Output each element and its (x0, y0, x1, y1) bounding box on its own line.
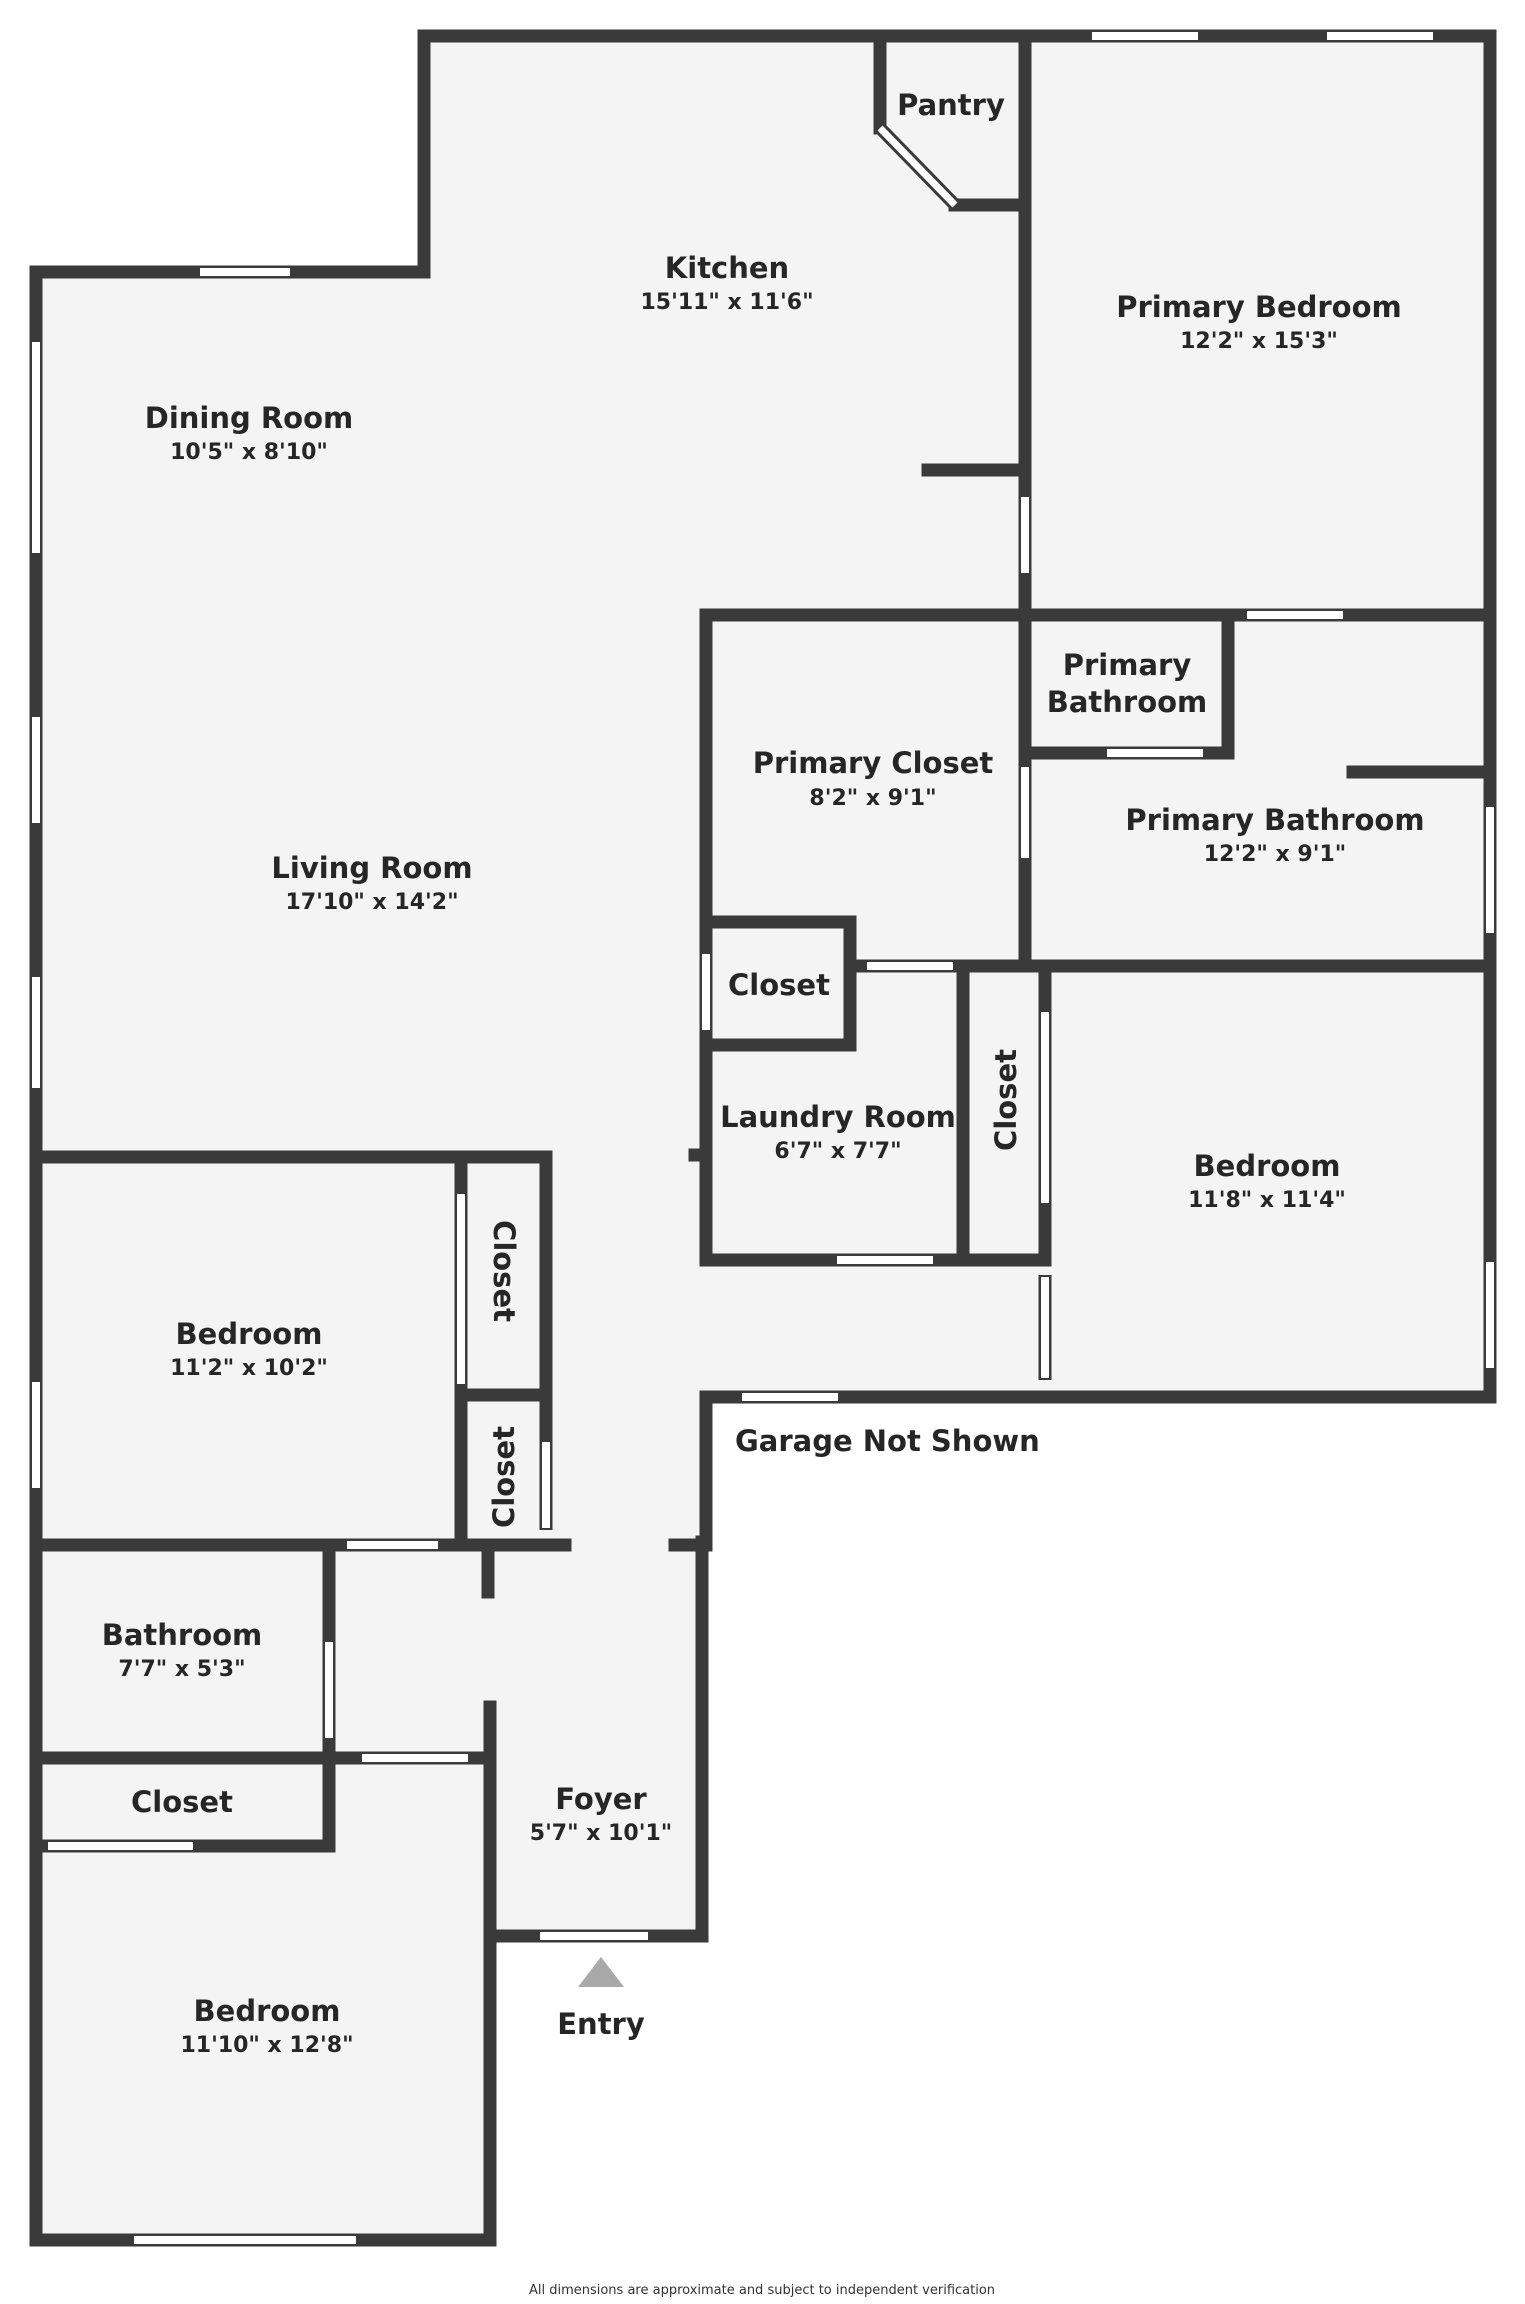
pantry-door (875, 123, 960, 210)
bathroom-name: Bathroom (102, 1618, 263, 1652)
room-labels: Pantry Kitchen 15'11" x 11'6" Primary Be… (102, 88, 1425, 2058)
bedroom-left-name: Bedroom (176, 1317, 323, 1351)
primary-bathroom-small-name-line2: Bathroom (1047, 685, 1208, 719)
garage-note: Garage Not Shown (735, 1424, 1040, 1458)
primary-bathroom-small-name-line1: Primary (1063, 648, 1192, 682)
primary-bedroom-name: Primary Bedroom (1116, 290, 1401, 324)
laundry-closet-name: Closet (728, 968, 830, 1002)
main-floor (36, 36, 1490, 2240)
kitchen-name: Kitchen (665, 251, 789, 285)
bedroom-right-dimensions: 11'8" x 11'4" (1188, 1188, 1346, 1213)
kitchen-dimensions: 15'11" x 11'6" (640, 290, 813, 315)
laundry-room-name: Laundry Room (720, 1100, 956, 1134)
wall-laundry-closet (699, 915, 857, 1052)
right-closet-name: Closet (989, 1049, 1023, 1151)
living-room-dimensions: 17'10" x 14'2" (285, 890, 458, 915)
dining-room-dimensions: 10'5" x 8'10" (170, 440, 328, 465)
bedroom-bottom-name: Bedroom (194, 1994, 341, 2028)
bathroom-dimensions: 7'7" x 5'3" (118, 1657, 245, 1682)
primary-closet-name: Primary Closet (753, 746, 994, 780)
bottom-closet-name: Closet (131, 1785, 233, 1819)
entry-label: Entry (557, 2007, 645, 2041)
primary-bedroom-dimensions: 12'2" x 15'3" (1180, 329, 1338, 354)
openings (29, 29, 1497, 2247)
primary-bathroom-name: Primary Bathroom (1125, 803, 1424, 837)
primary-closet-dimensions: 8'2" x 9'1" (809, 786, 936, 811)
foyer-dimensions: 5'7" x 10'1" (530, 1821, 672, 1846)
living-room-name: Living Room (271, 851, 472, 885)
left-upper-closet-name: Closet (487, 1220, 521, 1322)
dining-room-name: Dining Room (145, 401, 354, 435)
footer-disclaimer: All dimensions are approximate and subje… (529, 2283, 995, 2298)
foyer-name: Foyer (555, 1782, 647, 1816)
bedroom-left-dimensions: 11'2" x 10'2" (170, 1356, 328, 1381)
bedroom-bottom-dimensions: 11'10" x 12'8" (180, 2033, 353, 2058)
entry-arrow-icon (578, 1957, 624, 1987)
bedroom-right-name: Bedroom (1194, 1149, 1341, 1183)
floor-areas (36, 36, 1490, 2240)
primary-bathroom-dimensions: 12'2" x 9'1" (1204, 842, 1346, 867)
pantry-name: Pantry (897, 88, 1005, 122)
laundry-room-dimensions: 6'7" x 7'7" (774, 1139, 901, 1164)
left-lower-closet-name: Closet (487, 1426, 521, 1528)
